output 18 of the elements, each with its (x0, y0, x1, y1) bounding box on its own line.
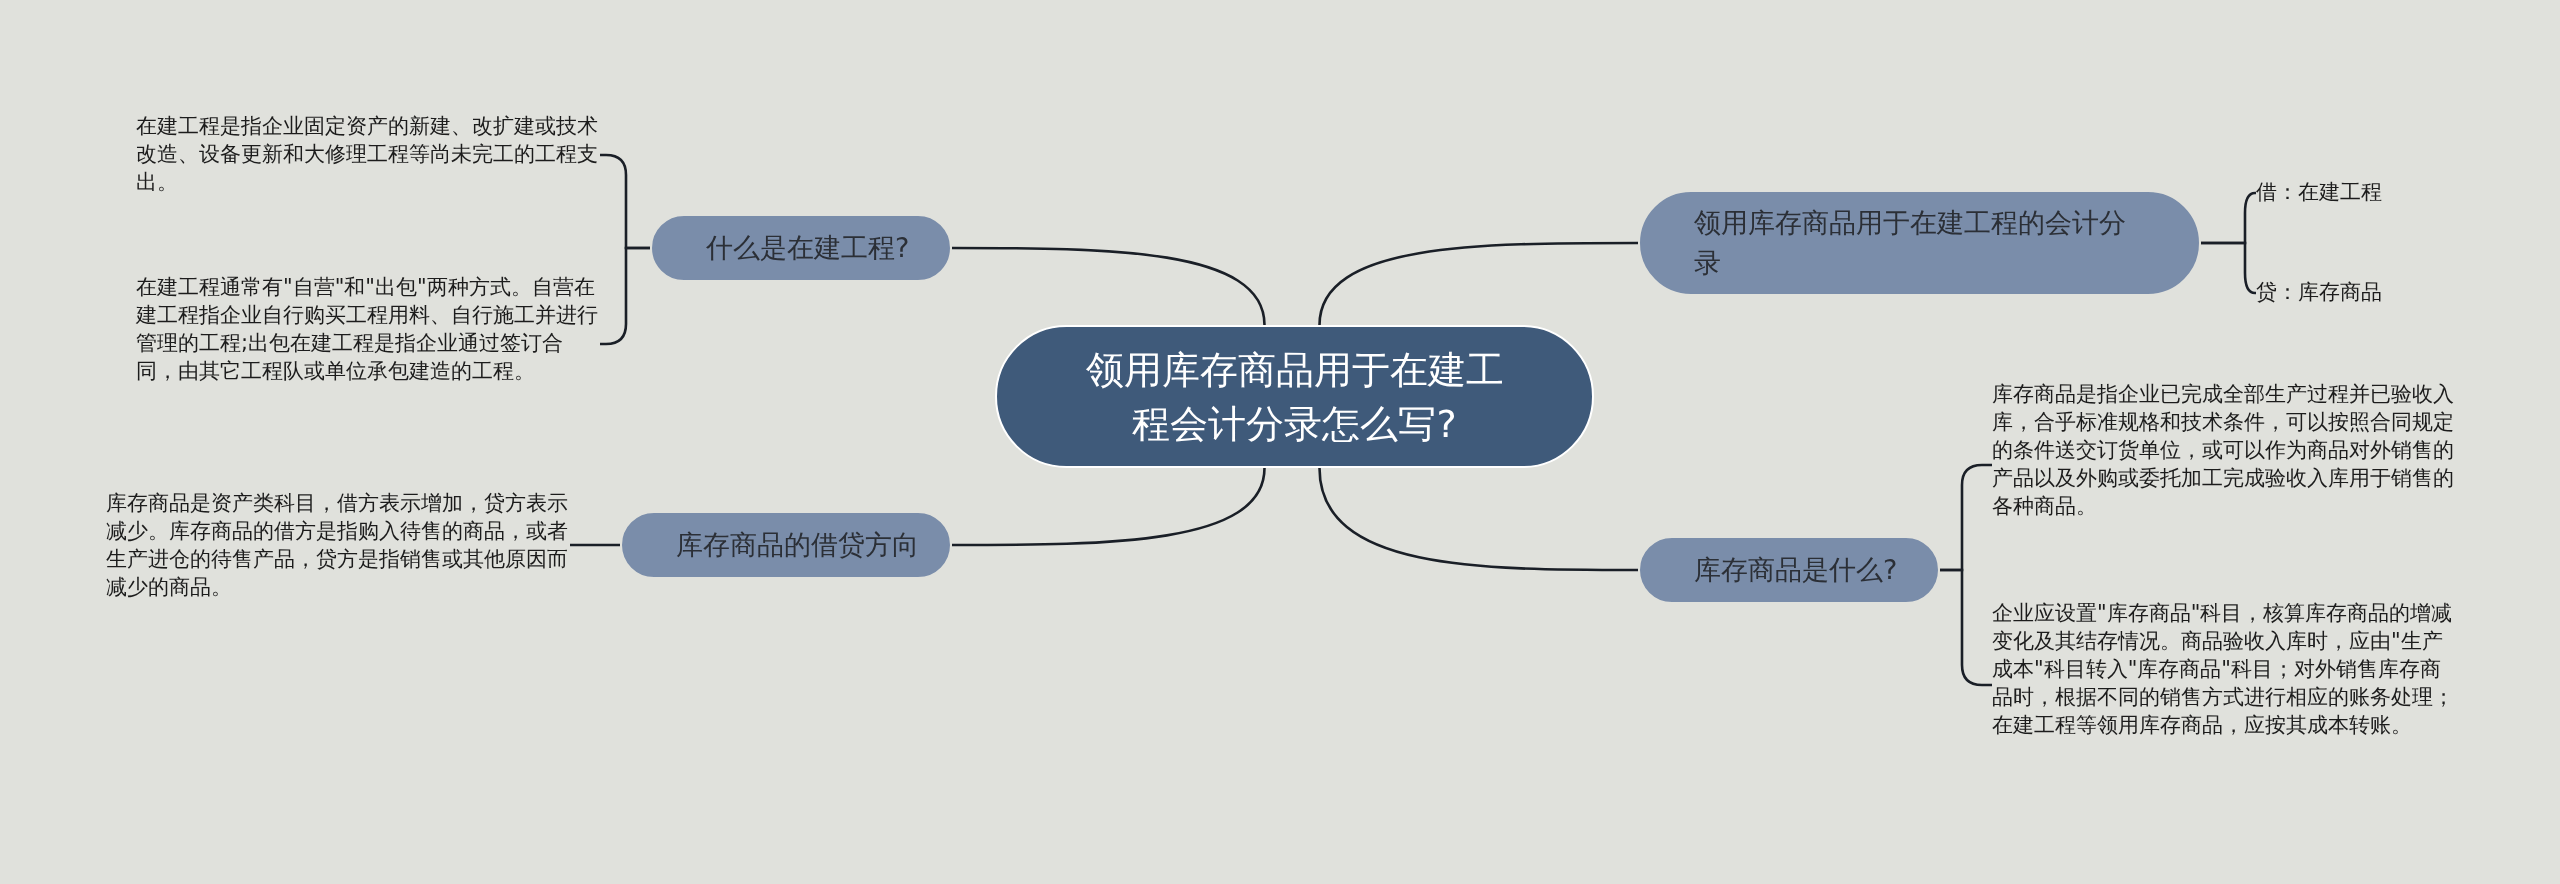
bracket-connector (2201, 241, 2257, 295)
bracket-connector (570, 543, 620, 547)
note-text: 库存商品是指企业已完成全部生产过程并已验收入库，合乎标准规格和技术条件，可以按照合同规定的条件送交订货单位，或可以作为商品对外销售的产品以及外购或委托加工完成验收入库用于销售的各种商品。 (1992, 380, 2456, 550)
topic-label: 领用库存商品用于在建工程的会计分录 (1694, 206, 2127, 280)
note-text: 在建工程通常有"自营"和"出包"两种方式。自营在建工程指企业自行购买工程用料、自行施工并进行管理的工程;出包在建工程是指企业通过签订合同，由其它工程队或单位承包建造的工程。 (136, 273, 600, 415)
topic-label: 领用库存商品用于在建工程会计分录怎么写? (1084, 346, 1505, 448)
note-text: 库存商品是资产类科目，借方表示增加，贷方表示减少。库存商品的借方是指购入待售的商品，或者生产进仓的待售产品，贷方是指销售或其他原因而减少的商品。 (106, 489, 570, 603)
note-text: 贷：库存商品 (2256, 278, 2456, 308)
connector-line (952, 467, 1266, 547)
topic-label: 什么是在建工程? (706, 231, 910, 265)
note-text: 在建工程是指企业固定资产的新建、改扩建或技术改造、设备更新和大修理工程等尚未完工的工程支出。 (136, 112, 600, 198)
connector-line (1318, 467, 1638, 572)
note-text: 借：在建工程 (2256, 178, 2456, 208)
connector-line (952, 246, 1266, 326)
topic-label: 库存商品是什么? (1694, 553, 1898, 587)
note-text: 企业应设置"库存商品"科目，核算库存商品的增减变化及其结存情况。商品验收入库时，应由"生产成本"科目转入"库存商品"科目；对外销售库存商品时，根据不同的销售方式进行相应的账务处理；在建工程等领用库存商品，应按其成本转账。 (1992, 599, 2456, 771)
connector-line (1318, 241, 1638, 326)
topic-label: 库存商品的借贷方向 (676, 528, 919, 562)
